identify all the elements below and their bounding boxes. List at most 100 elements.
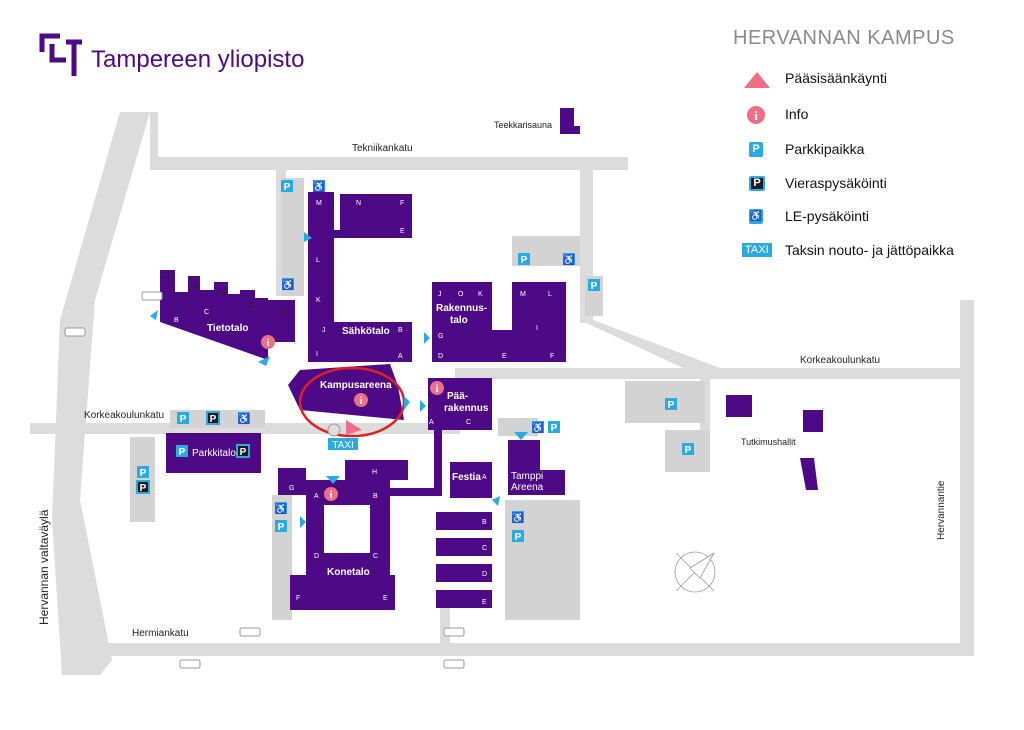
svg-text:P: P: [551, 423, 558, 434]
wing-letter: K: [316, 297, 321, 304]
legend-item-visitor-parking: P Vieraspysäköinti: [742, 173, 1002, 197]
road-valtavayla: [52, 112, 150, 675]
svg-text:P: P: [180, 414, 187, 425]
parking-symbol: P: [749, 142, 763, 157]
building-tietotalo: [160, 270, 295, 360]
road-tekniikankatu: [150, 157, 628, 170]
parking-lot-teekkari: [512, 236, 580, 266]
wing-letter: H: [164, 275, 169, 282]
road-hermiankatu-branch: [440, 600, 450, 650]
legend-item-taxi: TAXI Taksin nouto- ja jättöpaikka: [742, 240, 1002, 264]
place-label: Tutkimushallit: [741, 437, 796, 447]
parking-lot-korkeakoulu-west: [170, 410, 265, 428]
place-label: Teekkarisauna: [494, 120, 552, 130]
svg-text:P: P: [140, 468, 147, 479]
wing-letter: E: [482, 599, 487, 606]
konetalo-courtyard: [324, 505, 370, 553]
building-label: Kampusareena: [320, 380, 392, 391]
place-label: Parkkitalo: [192, 448, 236, 459]
info-icon: i: [354, 393, 368, 407]
wing-letter: F: [550, 353, 554, 360]
wing-letter: C: [373, 553, 378, 560]
svg-text:♿: ♿: [238, 412, 250, 425]
wing-letter: M: [520, 291, 526, 298]
entrance-arrow-icon: [150, 310, 158, 320]
bus-stop-icon: [64, 327, 86, 337]
accessible-parking-marker: ♿: [238, 412, 250, 425]
building-label: rakennus: [444, 403, 489, 414]
info-markers: i i i i: [261, 335, 444, 501]
building-sahkotalo-m: [308, 192, 334, 360]
svg-text:P: P: [284, 182, 291, 193]
parking-marker: P: [588, 279, 600, 292]
building-sahkotalo-nf: [340, 194, 412, 238]
parking-marker: P: [518, 253, 530, 266]
road-east-stub: [580, 157, 593, 323]
bus-stop-icon: [239, 627, 261, 637]
info-icon: i: [324, 487, 338, 501]
building-label: Konetalo: [327, 567, 370, 578]
svg-text:♿: ♿: [313, 180, 325, 193]
parking-marker: P: [177, 412, 189, 425]
building-festia: [450, 462, 492, 498]
street-label: Hervannan valtaväylä: [37, 509, 51, 625]
parking-lot-paarak: [498, 418, 538, 436]
bus-stop-icon: [179, 659, 201, 669]
building-teekkarisauna: [560, 108, 580, 134]
taxi-badge: TAXI: [742, 243, 772, 257]
wing-letter: J: [322, 327, 326, 334]
svg-text:P: P: [179, 447, 186, 458]
wing-letter: A: [314, 493, 319, 500]
highlight-ellipse: [298, 366, 406, 438]
svg-text:P: P: [685, 445, 692, 456]
wing-letter: H: [502, 325, 507, 332]
entrance-arrow-icon: [424, 332, 430, 344]
entrance-arrows: [150, 232, 528, 528]
wing-letter: C: [482, 545, 487, 552]
wing-letter: H: [372, 469, 377, 476]
wing-letter: B: [398, 327, 403, 334]
entrance-arrow-icon: [404, 396, 410, 410]
wing-letter: D: [314, 553, 319, 560]
visitor-parking-marker: P: [136, 480, 150, 494]
accessible-symbol: ♿: [749, 209, 763, 224]
logo-text: Tampereen yliopisto: [91, 46, 305, 73]
accessible-parking-marker: ♿: [282, 278, 294, 291]
parking-marker: P: [176, 445, 188, 458]
building-label: Tamppi: [511, 471, 543, 482]
building-festia-d: [436, 564, 492, 582]
parking-lot-north: [282, 178, 304, 296]
wing-letter: B: [174, 317, 179, 324]
parking-marker: P: [665, 398, 677, 411]
parking-marker: P: [682, 443, 694, 456]
building-festia-b: [436, 512, 492, 530]
wing-letters: H G F C E D B A M N F E L K J I B A J O …: [164, 200, 554, 606]
building-label: Pää-: [447, 391, 468, 402]
logo-icon: [39, 33, 82, 76]
building-rakennustalo: [432, 282, 566, 362]
svg-text:♿: ♿: [512, 511, 524, 524]
entrance-arrow-icon: [492, 496, 500, 506]
wing-letter: I: [316, 351, 318, 358]
wing-letter: D: [280, 309, 285, 316]
street-label: Hermiankatu: [132, 628, 189, 639]
visitor-parking-icon: P: [742, 173, 776, 195]
taxi-turnaround: [327, 423, 341, 437]
entrance-arrow-icon: [258, 356, 270, 366]
svg-text:♿: ♿: [282, 278, 294, 291]
parking-marker: P: [512, 530, 524, 543]
accessible-parking-marker: ♿: [313, 180, 325, 193]
svg-text:♿: ♿: [563, 253, 575, 266]
wing-letter: I: [536, 325, 538, 332]
wing-letter: E: [400, 228, 405, 235]
wing-letter: B: [482, 519, 487, 526]
parking-icon: P: [742, 139, 776, 161]
svg-text:P: P: [140, 483, 147, 494]
wing-letter: A: [280, 344, 285, 351]
building-festia-e: [436, 590, 492, 608]
legend-label: Info: [785, 106, 809, 122]
bus-stop-icon: [443, 659, 465, 669]
svg-text:i: i: [329, 489, 332, 501]
accessible-parking-marker: ♿: [563, 253, 575, 266]
info-icon: i: [261, 335, 275, 349]
